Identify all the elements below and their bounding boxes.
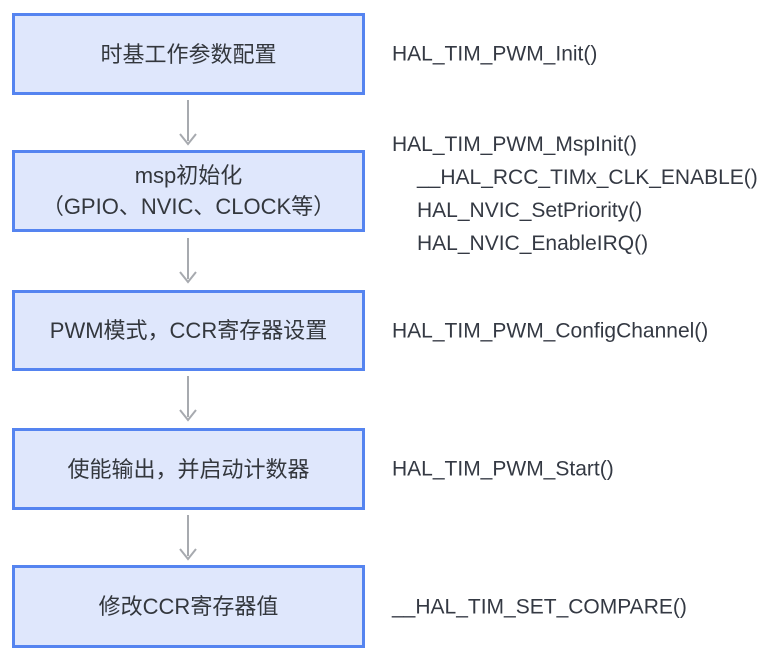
hal-function-name: HAL_TIM_PWM_MspInit() bbox=[392, 133, 638, 156]
flow-box-enable-output: 使能输出，并启动计数器 bbox=[12, 428, 365, 510]
hal-function-name: __HAL_TIM_SET_COMPARE() bbox=[392, 595, 687, 619]
function-label-configchannel: HAL_TIM_PWM_ConfigChannel() bbox=[392, 315, 708, 348]
hal-function-name: HAL_TIM_PWM_ConfigChannel() bbox=[392, 319, 709, 343]
flow-box-label: PWM模式，CCR寄存器设置 bbox=[49, 318, 328, 343]
flow-box-label: 使能输出，并启动计数器 bbox=[67, 456, 310, 482]
function-label-start: HAL_TIM_PWM_Start() bbox=[392, 453, 614, 486]
flow-box-label: （GPIO、NVIC、CLOCK等） bbox=[41, 194, 336, 219]
flow-box-label: 修改CCR寄存器值 bbox=[98, 594, 279, 619]
hal-function-name: HAL_NVIC_SetPriority() bbox=[417, 199, 643, 222]
flow-box-modify-ccr: 修改CCR寄存器值 bbox=[12, 565, 365, 648]
hal-function-name: HAL_NVIC_EnableIRQ() bbox=[417, 232, 649, 255]
flow-box-pwm-mode-ccr: PWM模式，CCR寄存器设置 bbox=[12, 290, 365, 371]
down-arrow-icon bbox=[176, 99, 200, 147]
down-arrow-icon bbox=[176, 237, 200, 285]
function-label-set-compare: __HAL_TIM_SET_COMPARE() bbox=[392, 591, 687, 624]
flow-box-label: msp初始化 bbox=[134, 163, 243, 188]
hal-function-name: HAL_TIM_PWM_Start() bbox=[392, 457, 614, 481]
down-arrow-icon bbox=[176, 514, 200, 562]
flow-box-msp-init: msp初始化 （GPIO、NVIC、CLOCK等） bbox=[12, 150, 365, 232]
flow-box-label: 时基工作参数配置 bbox=[100, 41, 277, 67]
hal-function-name: HAL_TIM_PWM_Init() bbox=[392, 42, 598, 66]
function-label-init: HAL_TIM_PWM_Init() bbox=[392, 38, 597, 71]
flow-box-timebase-config: 时基工作参数配置 bbox=[12, 13, 365, 95]
function-label-mspinit: HAL_TIM_PWM_MspInit() __HAL_RCC_TIMx_CLK… bbox=[392, 128, 758, 260]
hal-function-name: __HAL_RCC_TIMx_CLK_ENABLE() bbox=[417, 166, 758, 189]
down-arrow-icon bbox=[176, 375, 200, 423]
